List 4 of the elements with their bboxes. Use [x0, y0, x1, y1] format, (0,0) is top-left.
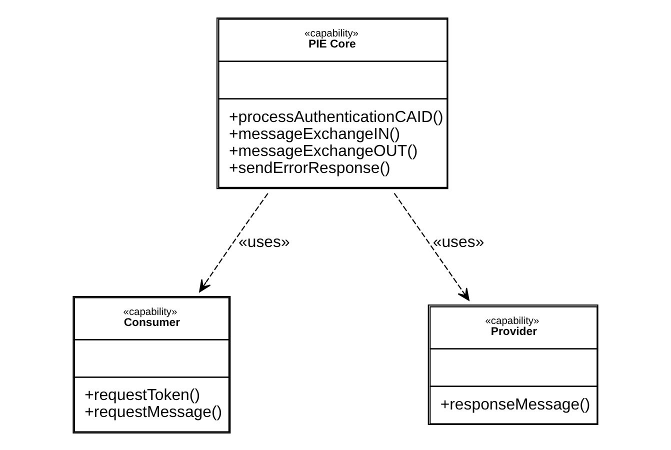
- arrow: [394, 192, 470, 300]
- edge-label: «uses»: [238, 233, 290, 250]
- edge-label: «uses»: [432, 233, 484, 250]
- arrow: [199, 192, 268, 292]
